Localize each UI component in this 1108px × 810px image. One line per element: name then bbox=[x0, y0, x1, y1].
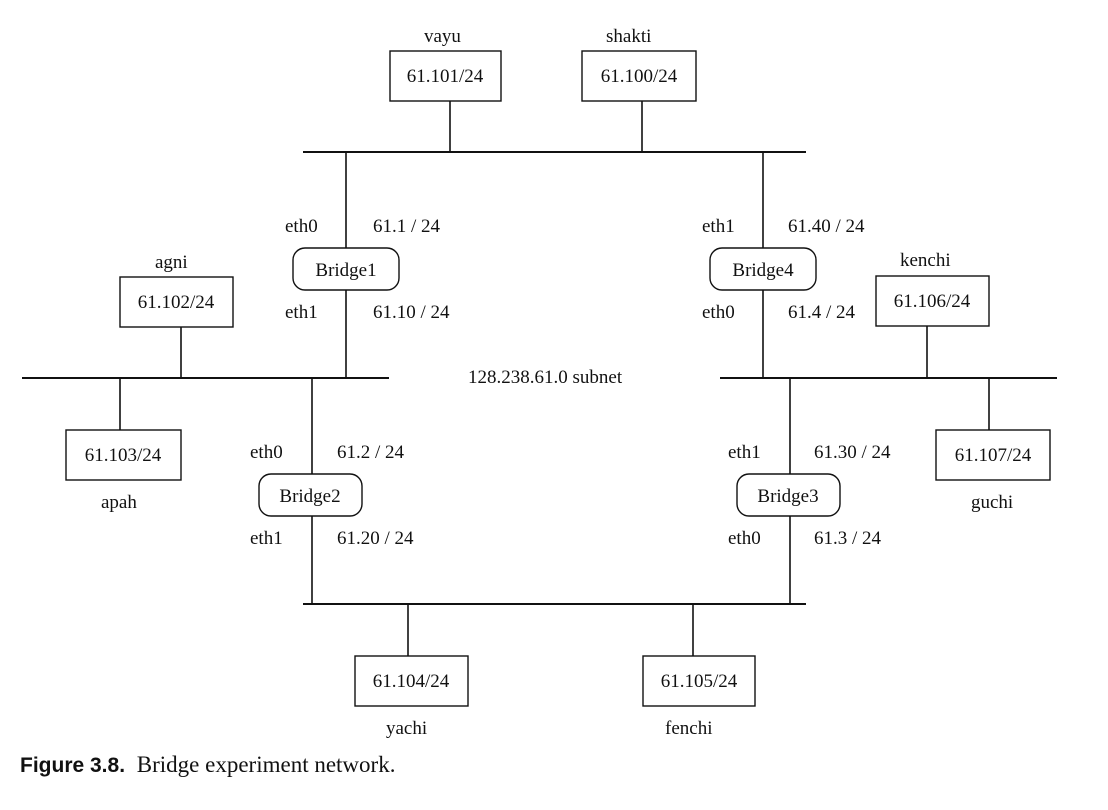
bridge-box bbox=[292, 247, 400, 291]
host-name: shakti bbox=[606, 26, 651, 47]
host-ip: 61.101/24 bbox=[407, 66, 484, 87]
host-box bbox=[389, 50, 502, 102]
figure-caption-text: Bridge experiment network. bbox=[136, 752, 396, 777]
host-name: guchi bbox=[971, 492, 1013, 513]
bridge-name: Bridge1 bbox=[315, 260, 376, 281]
bridge-network-diagram: vayu 61.101/24 shakti 61.100/24 agni 61.… bbox=[22, 26, 1057, 739]
host-yachi: 61.104/24 yachi bbox=[354, 655, 469, 739]
bridge-box bbox=[709, 247, 817, 291]
figure-number: Figure 3.8. bbox=[20, 754, 126, 777]
host-agni: agni 61.102/24 bbox=[119, 252, 234, 328]
bridge-top-ip: 61.40 / 24 bbox=[788, 216, 865, 237]
host-guchi: 61.107/24 guchi bbox=[935, 429, 1051, 513]
host-apah: 61.103/24 apah bbox=[65, 429, 182, 513]
host-box bbox=[875, 275, 990, 327]
figure-caption: Figure 3.8. Bridge experiment network. bbox=[20, 752, 395, 778]
bridge-top-interface: eth0 bbox=[285, 216, 318, 237]
host-vayu: vayu 61.101/24 bbox=[389, 26, 502, 102]
bridge-box bbox=[258, 473, 363, 517]
bridge-bottom-interface: eth1 bbox=[250, 528, 283, 549]
host-ip: 61.104/24 bbox=[373, 671, 450, 692]
host-ip: 61.107/24 bbox=[955, 445, 1032, 466]
bridge-bottom-interface: eth0 bbox=[728, 528, 761, 549]
host-shakti: shakti 61.100/24 bbox=[581, 26, 697, 102]
bridge-name: Bridge4 bbox=[732, 260, 794, 281]
bridge-1: eth0 61.1 / 24 Bridge1 eth1 61.10 / 24 bbox=[285, 216, 450, 323]
bridge-top-ip: 61.30 / 24 bbox=[814, 442, 891, 463]
host-box bbox=[119, 276, 234, 328]
bridge-3: eth1 61.30 / 24 Bridge3 eth0 61.3 / 24 bbox=[728, 442, 891, 549]
bridge-top-interface: eth0 bbox=[250, 442, 283, 463]
host-name: fenchi bbox=[665, 718, 712, 739]
subnet-label: 128.238.61.0 subnet bbox=[468, 367, 623, 388]
host-name: apah bbox=[101, 492, 137, 513]
host-box bbox=[642, 655, 756, 707]
bridge-bottom-ip: 61.3 / 24 bbox=[814, 528, 882, 549]
host-ip: 61.100/24 bbox=[601, 66, 678, 87]
bridge-bottom-interface: eth0 bbox=[702, 302, 735, 323]
host-ip: 61.106/24 bbox=[894, 291, 971, 312]
bridge-top-interface: eth1 bbox=[702, 216, 735, 237]
host-box bbox=[581, 50, 697, 102]
host-name: kenchi bbox=[900, 250, 951, 271]
bridge-top-ip: 61.1 / 24 bbox=[373, 216, 441, 237]
bridge-top-ip: 61.2 / 24 bbox=[337, 442, 405, 463]
host-box bbox=[935, 429, 1051, 481]
bridge-bottom-interface: eth1 bbox=[285, 302, 318, 323]
host-ip: 61.102/24 bbox=[138, 292, 215, 313]
bridge-name: Bridge2 bbox=[279, 486, 340, 507]
bridge-bottom-ip: 61.10 / 24 bbox=[373, 302, 450, 323]
host-box bbox=[65, 429, 182, 481]
host-ip: 61.103/24 bbox=[85, 445, 162, 466]
host-name: vayu bbox=[424, 26, 461, 47]
bridge-box bbox=[736, 473, 841, 517]
bridge-name: Bridge3 bbox=[757, 486, 818, 507]
host-fenchi: 61.105/24 fenchi bbox=[642, 655, 756, 739]
host-box bbox=[354, 655, 469, 707]
host-name: yachi bbox=[386, 718, 427, 739]
bridge-2: eth0 61.2 / 24 Bridge2 eth1 61.20 / 24 bbox=[250, 442, 414, 549]
bridge-top-interface: eth1 bbox=[728, 442, 761, 463]
bridge-bottom-ip: 61.20 / 24 bbox=[337, 528, 414, 549]
host-kenchi: kenchi 61.106/24 bbox=[875, 250, 990, 327]
bridge-bottom-ip: 61.4 / 24 bbox=[788, 302, 856, 323]
bridge-4: eth1 61.40 / 24 Bridge4 eth0 61.4 / 24 bbox=[702, 216, 865, 323]
host-name: agni bbox=[155, 252, 188, 273]
host-ip: 61.105/24 bbox=[661, 671, 738, 692]
